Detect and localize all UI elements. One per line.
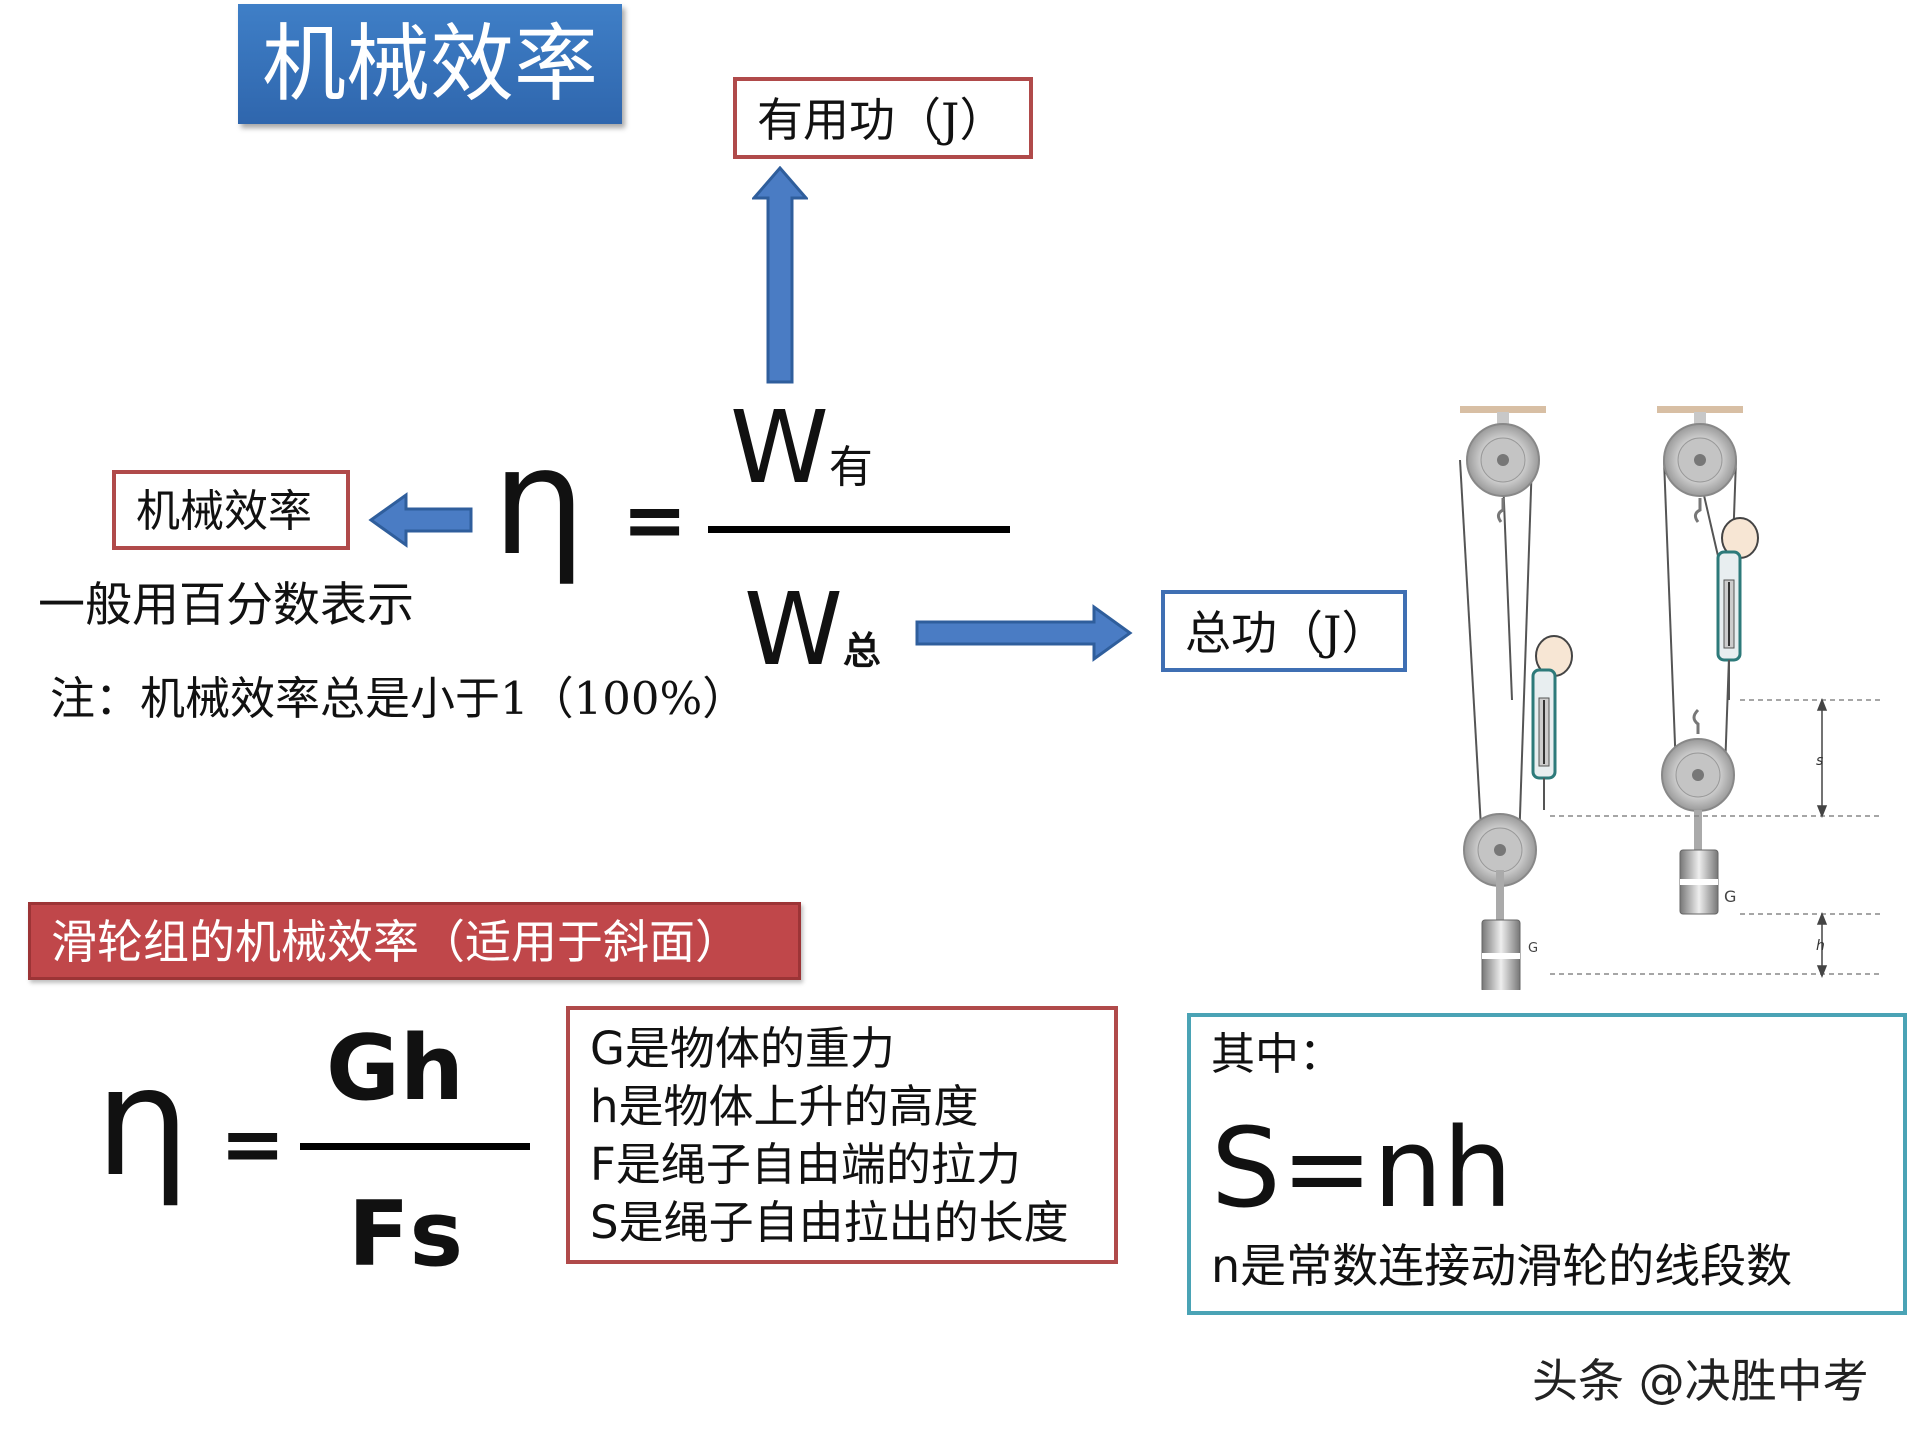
h-label: h [1816, 938, 1825, 954]
ceiling-right [1657, 406, 1743, 413]
note-percent: 一般用百分数表示 [38, 578, 414, 633]
measure-arrows [1816, 697, 1828, 979]
formula1-equals: = [622, 476, 688, 566]
definition-h: h是物体上升的高度 [590, 1078, 1114, 1136]
note-less-than: 注：机械效率总是小于1（100%） [50, 672, 748, 725]
formula1-numerator-main: W [730, 389, 829, 506]
where-n-text: 是常数连接动滑轮的线段数 [1240, 1239, 1793, 1293]
right-arrow-icon [915, 604, 1133, 662]
ceiling-left [1460, 406, 1546, 413]
definition-s-var: S [590, 1196, 619, 1249]
pulley-figure: G G [1459, 406, 1880, 990]
efficiency-label-box: 机械效率 [112, 470, 350, 550]
total-work-label: 总功（J） [1185, 606, 1388, 660]
definition-f: F是绳子自由端的拉力 [590, 1136, 1114, 1194]
pulley-efficiency-banner: 滑轮组的机械效率（适用于斜面） [28, 902, 801, 980]
formula1-denominator-main: W [744, 571, 843, 688]
where-n-definition: n是常数连接动滑轮的线段数 [1211, 1243, 1792, 1289]
weight-label-right: G [1724, 887, 1736, 906]
formula1-eta: η [492, 416, 586, 588]
useful-work-label: 有用功（J） [757, 93, 1006, 147]
definition-h-text: 是物体上升的高度 [618, 1080, 979, 1133]
efficiency-label: 机械效率 [136, 486, 312, 537]
definitions-box: G是物体的重力 h是物体上升的高度 F是绳子自由端的拉力 S是绳子自由拉出的长度 [566, 1006, 1118, 1264]
measure-lines [1550, 699, 1880, 975]
where-formula: S=nh [1211, 1104, 1513, 1232]
total-work-box: 总功（J） [1161, 590, 1407, 672]
weight-label-left: G [1528, 941, 1538, 956]
formula1-numerator-sub: 有 [828, 442, 873, 493]
definition-f-var: F [590, 1138, 616, 1191]
formula2-denominator: Fs [348, 1182, 464, 1287]
up-arrow-icon [752, 166, 808, 384]
formula2-eta: η [95, 1036, 191, 1210]
definition-s-text: 是绳子自由拉出的长度 [618, 1196, 1069, 1249]
formula1-numerator: W有 [730, 398, 873, 498]
s-label: s [1816, 753, 1823, 769]
pulley-setup-right: G [1661, 412, 1759, 915]
formula1-denominator: W总 [744, 580, 881, 680]
pulley-setup-left: G [1459, 412, 1573, 990]
formula2-equals: = [220, 1100, 286, 1190]
formula2-numerator: Gh [326, 1016, 464, 1121]
watermark: 头条 @决胜中考 [1532, 1354, 1869, 1408]
definition-h-var: h [590, 1080, 619, 1133]
page-title: 机械效率 [238, 4, 622, 124]
where-n-var: n [1211, 1239, 1241, 1293]
left-arrow-icon [368, 492, 473, 548]
useful-work-box: 有用功（J） [733, 77, 1033, 159]
formula1-denominator-sub: 总 [842, 628, 881, 673]
definition-g: G是物体的重力 [590, 1020, 1114, 1078]
definition-g-text: 是物体的重力 [624, 1022, 895, 1075]
definition-f-text: 是绳子自由端的拉力 [615, 1138, 1021, 1191]
where-heading: 其中： [1211, 1029, 1343, 1080]
formula2-fraction-bar [300, 1143, 530, 1150]
definition-g-var: G [590, 1022, 625, 1075]
where-box: 其中： S=nh n是常数连接动滑轮的线段数 [1187, 1013, 1907, 1315]
definition-s: S是绳子自由拉出的长度 [590, 1194, 1114, 1252]
formula1-fraction-bar [708, 526, 1010, 533]
